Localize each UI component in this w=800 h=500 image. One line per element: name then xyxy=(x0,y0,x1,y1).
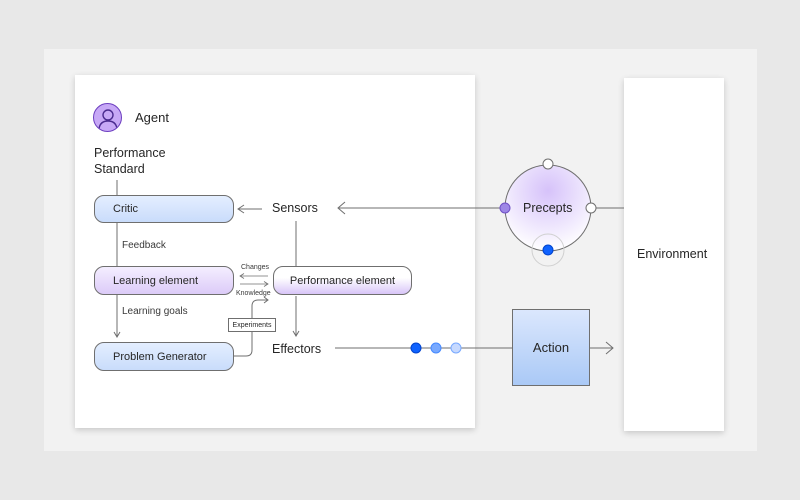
performance-standard-label: Performance Standard xyxy=(94,146,166,176)
learning-element-node: Learning element xyxy=(94,266,234,295)
precepts-label: Precepts xyxy=(523,201,573,215)
changes-label: Changes xyxy=(241,264,270,271)
agent-avatar xyxy=(93,103,122,132)
effectors-label: Effectors xyxy=(272,342,322,356)
action-label: Action xyxy=(532,340,570,355)
environment-label: Environment xyxy=(637,247,708,261)
feedback-label: Feedback xyxy=(122,240,166,251)
performance-element-node: Performance element xyxy=(273,266,412,295)
environment-panel xyxy=(624,78,724,431)
critic-label: Critic xyxy=(113,203,139,215)
critic-node: Critic xyxy=(94,195,234,223)
action-node: Action xyxy=(512,309,590,386)
knowledge-label: Knowledge xyxy=(236,290,271,297)
user-icon xyxy=(98,109,118,130)
learning-element-label: Learning element xyxy=(113,274,199,287)
agent-title: Agent xyxy=(135,110,169,125)
sensors-label: Sensors xyxy=(272,201,318,215)
problem-generator-node: Problem Generator xyxy=(94,342,234,371)
learning-goals-label: Learning goals xyxy=(122,306,188,317)
performance-element-label: Performance element xyxy=(289,274,396,287)
experiments-label: Experiments xyxy=(232,321,272,329)
problem-generator-label: Problem Generator xyxy=(113,350,207,363)
agent-panel xyxy=(75,75,475,428)
experiments-box: Experiments xyxy=(228,318,276,332)
